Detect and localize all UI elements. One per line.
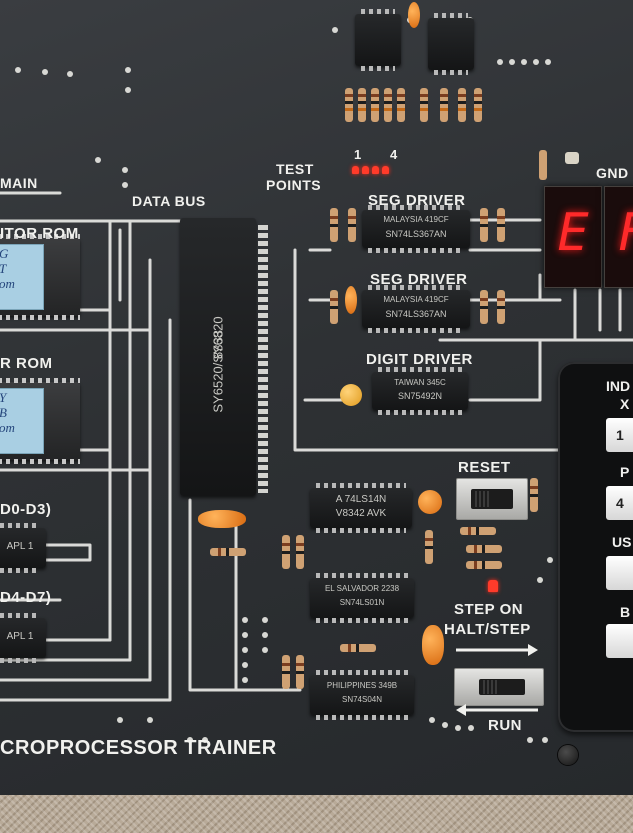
seg2-mark-2: SN74LS367AN	[385, 309, 447, 319]
user-rom-label-line-2: B	[0, 405, 39, 421]
seg2-mark-1: MALAYSIA 419CF	[383, 295, 449, 304]
test-point-led-1	[352, 166, 359, 174]
seven-segment-digit-2: F	[604, 186, 633, 288]
silk-seg-driver-1: SEG DRIVER	[368, 192, 466, 209]
ram-chip-low: APL 1	[0, 523, 46, 573]
monitor-rom-label-line-1: G	[0, 246, 39, 262]
monitor-rom-label-line-3: om	[0, 275, 15, 291]
top-ic-right	[428, 13, 474, 75]
silk-seg-driver-2: SEG DRIVER	[370, 271, 468, 288]
ram-high-mark: APL 1	[6, 631, 34, 642]
monitor-rom-label: G T om	[0, 244, 44, 310]
key-3[interactable]	[606, 556, 633, 590]
silk-reset: RESET	[458, 459, 511, 476]
bottom-chip-mark-2: SN74S04N	[341, 695, 383, 704]
halt-capacitor	[422, 625, 444, 665]
key-1[interactable]: 1	[606, 418, 633, 452]
cpu-socket-pins	[258, 225, 268, 493]
silk-run: RUN	[488, 717, 522, 734]
seg1-mark-2: SN74LS367AN	[385, 229, 447, 239]
test-point-led-2	[362, 166, 369, 174]
keypad-label-ind: IND	[606, 378, 631, 394]
mounting-screw	[558, 745, 578, 765]
reset-led	[488, 580, 498, 592]
reset-chip-mark-2: V8342 AVK	[335, 508, 387, 519]
carpet-background	[0, 795, 633, 833]
digit-capacitor	[340, 384, 362, 406]
monitor-rom-label-line-2: T	[0, 261, 39, 277]
keypad-label-us: US	[612, 534, 632, 550]
bottom-chip-mark-1: PHILIPPINES 349B	[326, 681, 398, 690]
digit-mark-2: SN75492N	[397, 391, 443, 401]
silk-halt-step: HALT/STEP	[444, 621, 531, 638]
run-step-switch[interactable]	[454, 668, 544, 706]
seg-driver-chip-1: MALAYSIA 419CF SN74LS367AN	[362, 205, 470, 253]
key-4[interactable]: 4	[606, 486, 633, 520]
cpu-chip: 8333 SY6520/SY6820	[180, 218, 256, 496]
mid-chip-mark-1: EL SALVADOR 2238	[324, 584, 400, 593]
top-capacitor	[408, 2, 420, 28]
seg1-mark-1: MALAYSIA 419CF	[383, 215, 449, 224]
run-arrow	[456, 704, 538, 716]
test-point-led-4	[382, 166, 389, 174]
silk-r-rom: R ROM	[0, 355, 53, 372]
user-rom-label-line-3: om	[0, 419, 15, 435]
digit-mark-1: TAIWAN 345C	[394, 378, 446, 387]
ram-chip-high: APL 1	[0, 613, 46, 663]
silk-data-bus: DATA BUS	[132, 193, 206, 209]
display-digit-2: F	[605, 203, 633, 263]
keypad-label-p: P	[620, 464, 630, 480]
hex-keypad: IND X 1 P 4 US B	[558, 362, 633, 732]
monitor-rom-chip: G T om	[0, 234, 80, 320]
silk-step-on: STEP ON	[454, 601, 524, 618]
silk-points: POINTS	[266, 177, 322, 193]
bottom-logic-chip: PHILIPPINES 349B SN74S04N	[310, 670, 414, 720]
silk-main: MAIN	[0, 175, 38, 191]
cpu-label-2: SY6520/SY6820	[210, 316, 226, 413]
keypad-label-x: X	[620, 396, 630, 412]
mid-chip-mark-2: SN74LS01N	[339, 598, 385, 607]
silk-test: TEST	[276, 161, 314, 177]
reset-capacitor	[418, 490, 442, 514]
ram-low-mark: APL 1	[6, 541, 34, 552]
seg-driver-chip-2: MALAYSIA 419CF SN74LS367AN	[362, 285, 470, 333]
digit-driver-chip: TAIWAN 345C SN75492N	[372, 367, 468, 415]
silk-gnd: GND	[596, 165, 629, 181]
silk-tp-4: 4	[390, 147, 398, 162]
seven-segment-digit-1: E	[544, 186, 602, 288]
silk-d4-d7: D4-D7)	[0, 589, 52, 606]
keypad-label-b: B	[620, 604, 631, 620]
user-rom-label: Y B om	[0, 388, 44, 454]
silk-digit-driver: DIGIT DRIVER	[366, 351, 473, 368]
user-rom-label-line-1: Y	[0, 390, 39, 406]
reset-chip-mark-1: A 74LS14N	[335, 494, 387, 505]
silk-d0-d3: D0-D3)	[0, 501, 52, 518]
mid-logic-chip: EL SALVADOR 2238 SN74LS01N	[310, 573, 414, 623]
test-point-led-3	[372, 166, 379, 174]
bus-capacitor	[198, 510, 246, 528]
key-4b[interactable]	[606, 624, 633, 658]
user-rom-chip: Y B om	[0, 378, 80, 464]
display-digit-1: E	[557, 203, 589, 263]
reset-switch[interactable]	[456, 478, 528, 520]
top-ic-left	[355, 9, 401, 71]
reset-logic-chip: A 74LS14N V8342 AVK	[310, 483, 412, 533]
silk-tp-1: 1	[354, 147, 362, 162]
step-arrow	[456, 644, 538, 656]
silk-monitor-rom: ITOR ROM	[0, 225, 79, 242]
silk-trainer-title: CROPROCESSOR TRAINER	[0, 737, 277, 759]
seg-capacitor	[345, 286, 357, 314]
